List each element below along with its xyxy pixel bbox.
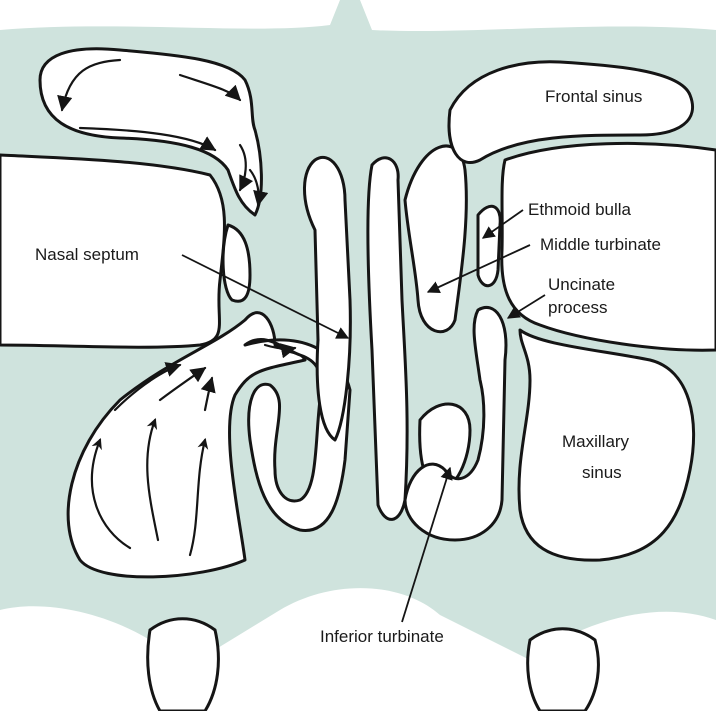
frontal-sinus-label: Frontal sinus	[545, 87, 642, 106]
maxillary-sinus-label-line1: Maxillary	[562, 432, 630, 451]
inferior-turbinate-label: Inferior turbinate	[320, 627, 444, 646]
uncinate-label-line1: Uncinate	[548, 275, 615, 294]
maxillary-sinus-label-line2: sinus	[582, 463, 622, 482]
uncinate-label-line2: process	[548, 298, 608, 317]
middle-turbinate-label: Middle turbinate	[540, 235, 661, 254]
right-tooth	[528, 629, 599, 711]
ethmoid-bulla-cell	[478, 206, 500, 285]
ethmoid-bulla-label: Ethmoid bulla	[528, 200, 632, 219]
nasal-septum-label: Nasal septum	[35, 245, 139, 264]
left-tooth	[148, 619, 219, 711]
